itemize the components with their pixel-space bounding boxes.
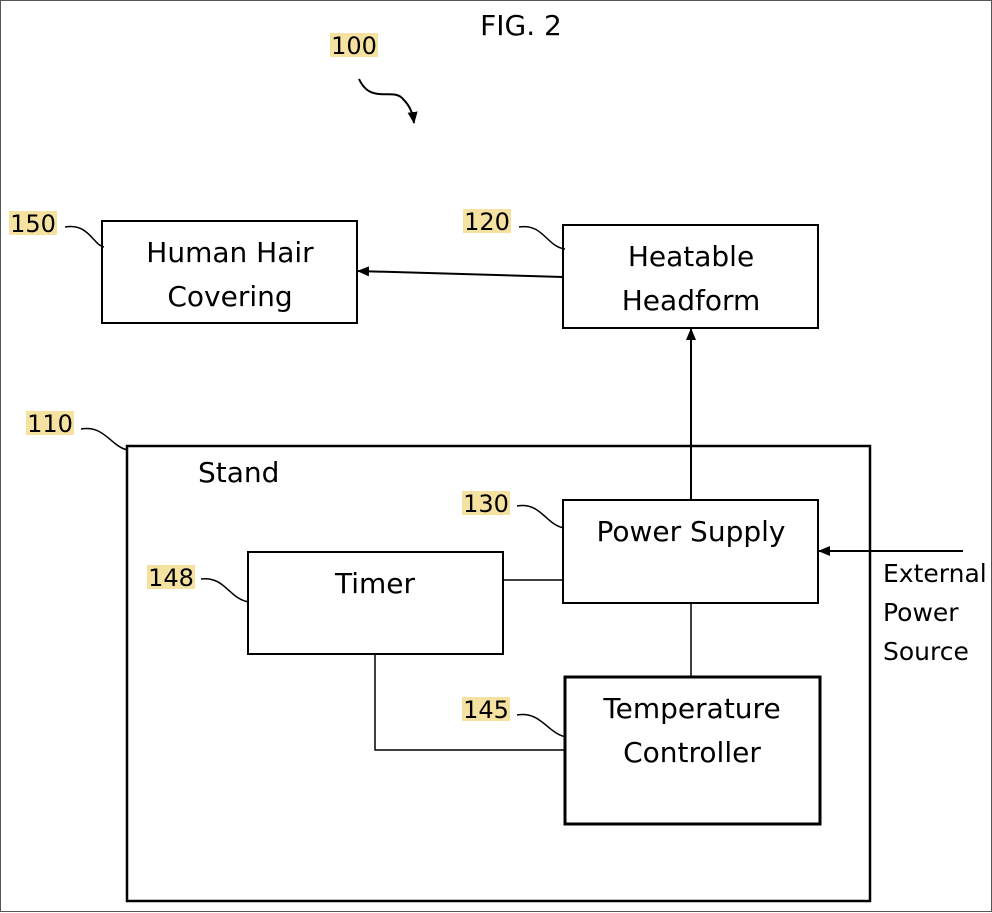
ref-110-label: 110 [27, 410, 73, 438]
stand-box [125, 444, 872, 903]
ref-100-highlight [330, 33, 378, 57]
timer-temp-connector [374, 654, 565, 751]
ref-130-highlight [462, 491, 510, 515]
ref-100-pointer [358, 78, 418, 124]
ref-145-leader [516, 713, 567, 738]
external-source-line1: External [883, 559, 987, 588]
external-source-line2: Power [883, 598, 959, 627]
temperature-controller-line2: Controller [623, 736, 761, 769]
ref-145-label: 145 [463, 696, 509, 724]
external-source-line3: Source [883, 637, 969, 666]
ref-100-label: 100 [331, 32, 377, 60]
ref-130-label: 130 [463, 490, 509, 518]
stand-label: Stand [198, 456, 279, 489]
headform-to-covering-arrow [357, 266, 564, 278]
ref-110-leader [80, 427, 129, 451]
ref-150-leader [64, 225, 105, 248]
heatable-headform-line1: Heatable [628, 240, 754, 273]
ref-130-leader [516, 504, 565, 529]
ref-120-leader [518, 225, 566, 250]
ref-148-label: 148 [148, 564, 194, 592]
human-hair-covering-box [101, 220, 358, 324]
ref-120-label: 120 [464, 208, 510, 236]
figure-title: FIG. 2 [480, 9, 562, 42]
ref-148-highlight [147, 565, 195, 589]
temperature-controller-line1: Temperature [602, 692, 780, 725]
human-hair-covering-line2: Covering [167, 280, 292, 313]
ref-120-highlight [463, 209, 511, 233]
ref-150-label: 150 [10, 210, 56, 238]
human-hair-covering-line1: Human Hair [146, 236, 314, 269]
ref-148-leader [200, 578, 250, 603]
ref-145-highlight [462, 697, 510, 721]
heatable-headform-line2: Headform [622, 284, 761, 317]
power-supply-label: Power Supply [597, 515, 786, 548]
ref-110-highlight [26, 411, 74, 435]
ref-150-highlight [9, 211, 57, 235]
timer-label: Timer [334, 567, 416, 600]
